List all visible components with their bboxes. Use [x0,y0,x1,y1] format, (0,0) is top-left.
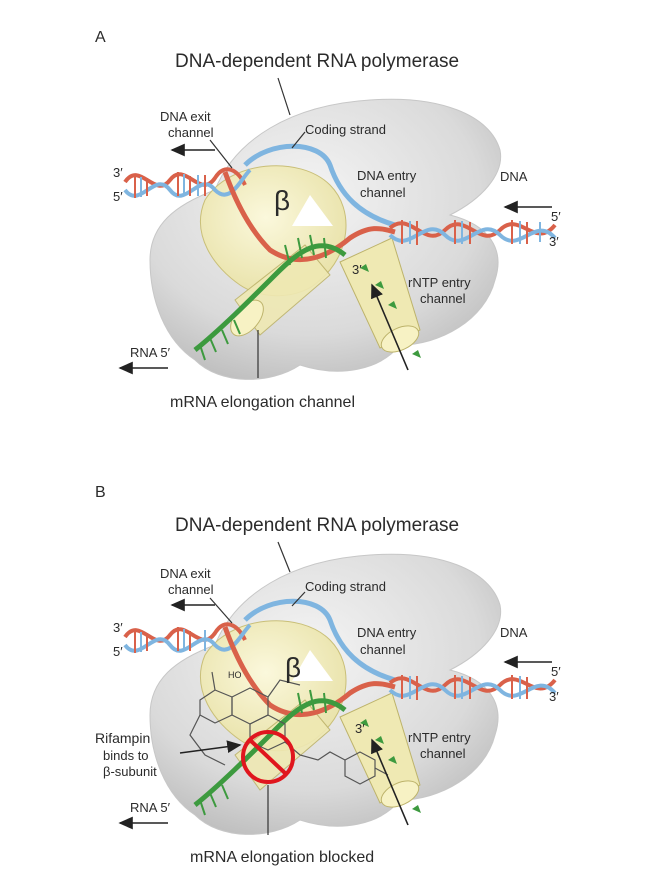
blocked-icon [241,730,295,784]
dna-exit-label-2: channel [168,125,214,140]
central-pore [292,650,333,681]
rntp-entry-label: rNTP entry [408,275,471,290]
dna-entry-label: DNA entry [357,625,417,640]
coding-strand [243,143,396,228]
enzyme-title: DNA-dependent RNA polymerase [175,51,459,72]
rna-3-prime: 3′ [352,262,362,277]
dna-right-strand-blue [388,227,557,243]
rntp-entry-label-2: channel [420,746,466,761]
dna-exit-label: DNA exit [160,109,211,124]
rna-label: RNA 5′ [130,345,171,360]
right-3-prime: 3′ [549,234,559,249]
dna-entry-label-2: channel [360,642,406,657]
central-pore [292,195,333,226]
elongation-label: mRNA elongation channel [170,394,355,411]
left-3-prime: 3′ [113,620,123,635]
rna-3-prime: 3′ [355,721,365,736]
right-5-prime: 5′ [551,664,561,679]
dna-entry-label: DNA entry [357,168,417,183]
coding-strand-label: Coding strand [305,579,386,594]
panel-letter: A [95,29,106,46]
enzyme-title: DNA-dependent RNA polymerase [175,515,459,536]
dna-exit-label-2: channel [168,582,214,597]
rna-label: RNA 5′ [130,800,171,815]
rntp-entry-label: rNTP entry [408,730,471,745]
elongation-blocked-label: mRNA elongation blocked [190,849,374,866]
dna-right-strand-blue [388,682,557,698]
right-5-prime: 5′ [551,209,561,224]
coding-strand-label: Coding strand [305,122,386,137]
dna-entry-label-2: channel [360,185,406,200]
rna-strand [193,243,347,352]
left-5-prime: 5′ [113,189,123,204]
rntp-molecules [360,264,421,358]
ho-label: HO [228,670,242,680]
panel-b: B DNA-dependent RNA polymerase [95,484,561,866]
coding-strand [243,598,396,683]
right-3-prime: 3′ [549,689,559,704]
rna-strand [193,698,347,807]
dna-label: DNA [500,625,528,640]
beta-label: β [274,185,290,216]
left-5-prime: 5′ [113,644,123,659]
left-3-prime: 3′ [113,165,123,180]
binds-label-2: β-subunit [103,764,157,779]
panel-a: A DNA-dependent RNA polymerase [95,29,561,411]
beta-label: β [285,652,301,683]
rntp-entry-label-2: channel [420,291,466,306]
dna-label: DNA [500,169,528,184]
binds-label: binds to [103,748,149,763]
dna-exit-label: DNA exit [160,566,211,581]
template-strand [222,626,396,717]
rifampin-label: Rifampin [95,730,150,746]
template-strand [222,171,396,262]
panel-letter: B [95,484,106,501]
